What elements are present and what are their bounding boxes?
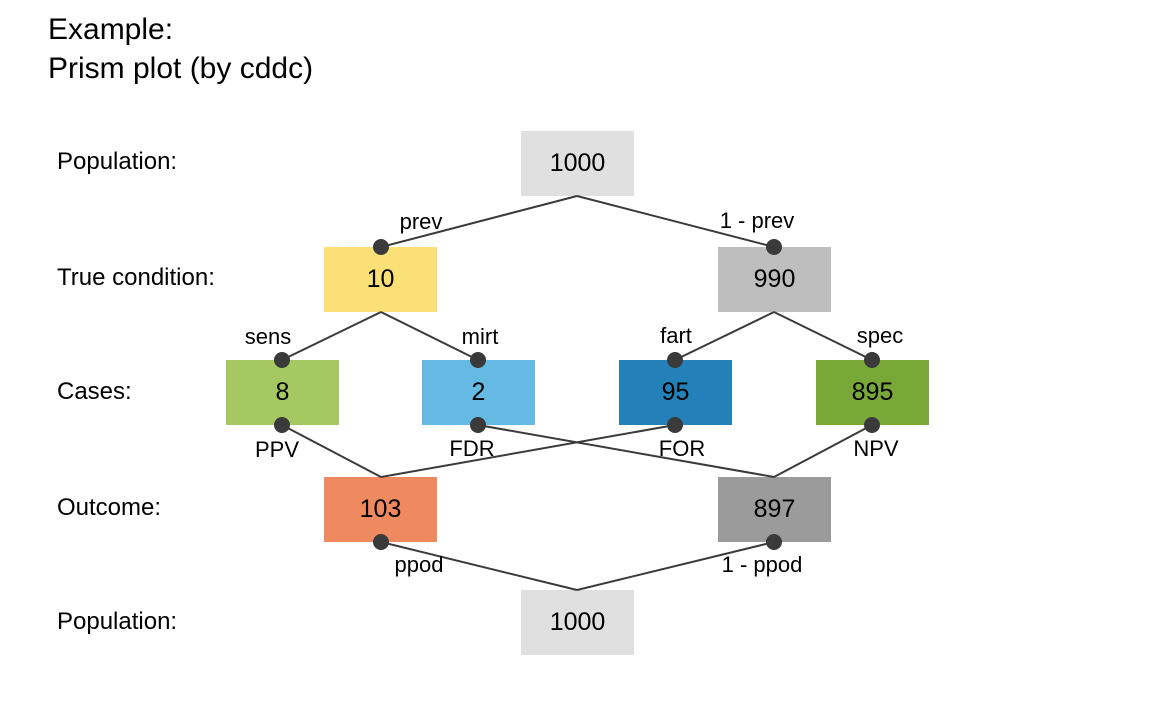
node-cond-false: 990	[718, 247, 831, 312]
row-label-cases: Cases:	[57, 378, 132, 405]
edge-label-1-prev: 1 - prev	[719, 208, 795, 233]
edge-label-1-ppod: 1 - ppod	[721, 552, 803, 577]
node-decision-positive: 103	[324, 477, 437, 542]
edge-label-ppod: ppod	[394, 552, 444, 577]
node-population-bottom: 1000	[521, 590, 634, 655]
link-fdr	[477, 424, 775, 478]
node-decision-negative: 897	[718, 477, 831, 542]
edge-label-prev: prev	[399, 209, 443, 234]
row-label-population-bottom: Population:	[57, 608, 178, 635]
row-label-outcome: Outcome:	[57, 494, 162, 521]
plot-title-line2: Prism plot (by cddc)	[48, 52, 314, 85]
edge-label-npv: NPV	[853, 436, 899, 461]
edge-label-fart: fart	[660, 323, 692, 348]
edge-label-spec: spec	[856, 323, 904, 348]
node-population-top: 1000	[521, 131, 634, 196]
plot-title-line1: Example:	[48, 13, 174, 46]
node-miss: 2	[422, 360, 535, 425]
row-label-population-top: Population:	[57, 148, 178, 175]
link-sens	[281, 311, 382, 361]
row-label-true-condition: True condition:	[57, 264, 215, 291]
node-hit: 8	[226, 360, 339, 425]
node-correct-rejection: 895	[816, 360, 929, 425]
plot-title: Example: Prism plot (by cddc)	[48, 10, 313, 88]
edge-label-mirt: mirt	[461, 324, 499, 349]
edge-label-sens: sens	[244, 324, 292, 349]
edge-label-fdr: FDR	[449, 436, 495, 461]
node-false-alarm: 95	[619, 360, 732, 425]
link-for	[380, 424, 676, 478]
edge-label-ppv: PPV	[254, 437, 300, 462]
node-cond-true: 10	[324, 247, 437, 312]
edge-label-for: FOR	[658, 436, 706, 461]
